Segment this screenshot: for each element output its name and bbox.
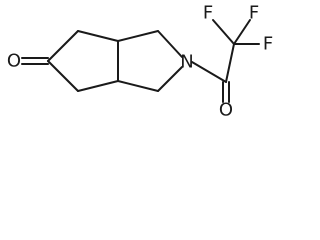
bond-c4-c3a (77, 30, 119, 42)
atom-label-ring-nitrogen: N (180, 52, 193, 73)
chemical-structure: O N O F F F (7, 3, 273, 121)
bond-c-f1 (212, 19, 235, 45)
bond-n-cacyl (191, 61, 227, 83)
atom-label-fluorine-3: F (263, 34, 273, 55)
bond-c1-c6a (117, 80, 159, 92)
bond-c-f2 (233, 19, 251, 45)
bond-n-c1 (157, 66, 183, 92)
atom-label-fluorine-1: F (203, 3, 213, 24)
bond-c6a-c6 (77, 80, 119, 92)
bond-c5-c4 (47, 30, 79, 62)
bond-c3a-c3 (117, 30, 159, 42)
bond-c3-n (157, 30, 183, 58)
atom-label-acyl-oxygen: O (219, 100, 233, 121)
bond-c6-c5 (47, 60, 79, 92)
bond-cacyl-ccf3 (225, 43, 235, 83)
atom-label-ketone-oxygen: O (7, 51, 21, 72)
atom-label-fluorine-2: F (249, 3, 259, 24)
